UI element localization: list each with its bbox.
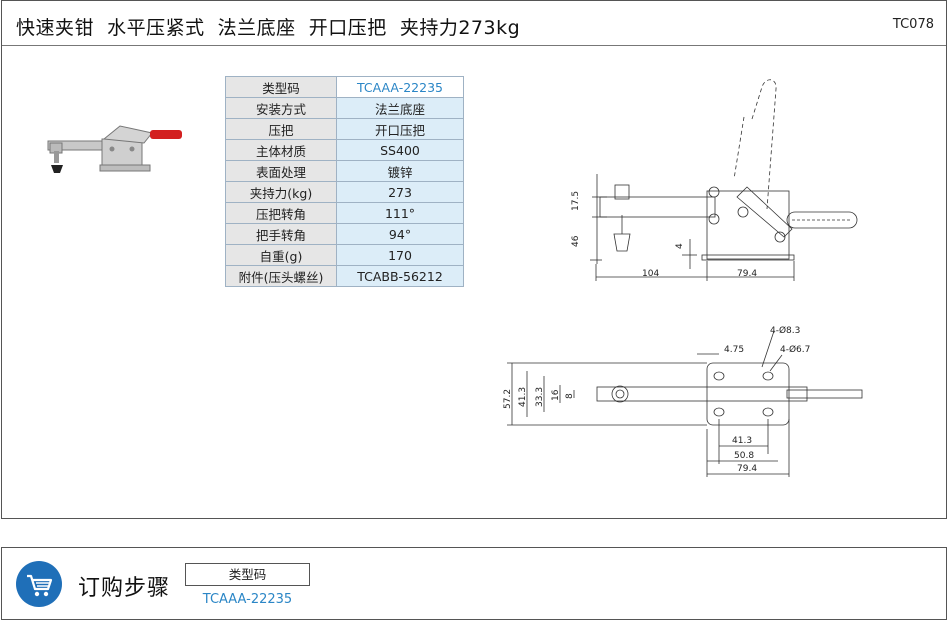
- order-steps-title: 订购步骤: [78, 576, 171, 601]
- spec-key: 安装方式: [225, 97, 337, 119]
- top-view-drawing: 4.75 4-Ø8.3 4-Ø6.7 57.2 41.3 33.3 16 8 4…: [503, 325, 863, 477]
- spec-key: 类型码: [225, 76, 337, 98]
- dim-16: 16: [551, 389, 561, 401]
- spec-value: 开口压把: [336, 118, 464, 140]
- product-code: TC078: [892, 17, 934, 32]
- type-code-label: 类型码: [185, 563, 310, 586]
- spec-value: SS400: [336, 139, 464, 161]
- spec-value: 111°: [336, 202, 464, 224]
- dim-79-4: 79.4: [737, 269, 757, 279]
- type-code-value[interactable]: TCAAA-22235: [202, 592, 293, 607]
- dim-8: 8: [565, 393, 575, 399]
- spec-value: 镀锌: [336, 160, 464, 182]
- dim-79-4-b: 79.4: [737, 464, 757, 474]
- spec-value: 法兰底座: [336, 97, 464, 119]
- dim-33-3: 33.3: [535, 387, 545, 407]
- spec-row: 附件(压头螺丝)TCABB-56212: [225, 265, 464, 287]
- dim-4-75: 4.75: [724, 345, 744, 355]
- product-photo: [47, 125, 182, 173]
- title-divider: [2, 45, 946, 46]
- spec-key: 附件(压头螺丝): [225, 265, 337, 287]
- dim-hole-6-7: 4-Ø6.7: [780, 344, 810, 355]
- spec-row: 自重(g)170: [225, 244, 464, 266]
- spec-value: 170: [336, 244, 464, 266]
- side-view-drawing: 17.5 46 4 104 79.4: [571, 79, 858, 281]
- dim-46: 46: [571, 235, 581, 247]
- dim-17-5: 17.5: [571, 191, 581, 211]
- spec-key: 夹持力(kg): [225, 181, 337, 203]
- spec-key: 表面处理: [225, 160, 337, 182]
- dim-4: 4: [675, 243, 685, 249]
- spec-row: 安装方式法兰底座: [225, 97, 464, 119]
- spec-key: 压把: [225, 118, 337, 140]
- dim-41-3-v: 41.3: [518, 387, 528, 407]
- spec-key: 压把转角: [225, 202, 337, 224]
- spec-value: 94°: [336, 223, 464, 245]
- dim-41-3-h: 41.3: [732, 436, 752, 446]
- spec-row: 表面处理镀锌: [225, 160, 464, 182]
- dim-57-2: 57.2: [503, 389, 513, 409]
- order-panel: 订购步骤 类型码 TCAAA-22235: [1, 547, 947, 620]
- spec-value[interactable]: TCAAA-22235: [336, 76, 464, 98]
- page-title: 快速夹钳 水平压紧式 法兰底座 开口压把 夹持力273kg: [16, 17, 521, 39]
- spec-row: 压把开口压把: [225, 118, 464, 140]
- shopping-cart-icon: [16, 561, 62, 607]
- dim-50-8: 50.8: [734, 451, 754, 461]
- spec-value: 273: [336, 181, 464, 203]
- dim-104: 104: [642, 269, 659, 279]
- spec-key: 把手转角: [225, 223, 337, 245]
- dim-hole-8-3: 4-Ø8.3: [770, 325, 800, 336]
- spec-key: 主体材质: [225, 139, 337, 161]
- spec-row: 夹持力(kg)273: [225, 181, 464, 203]
- spec-key: 自重(g): [225, 244, 337, 266]
- spec-value: TCABB-56212: [336, 265, 464, 287]
